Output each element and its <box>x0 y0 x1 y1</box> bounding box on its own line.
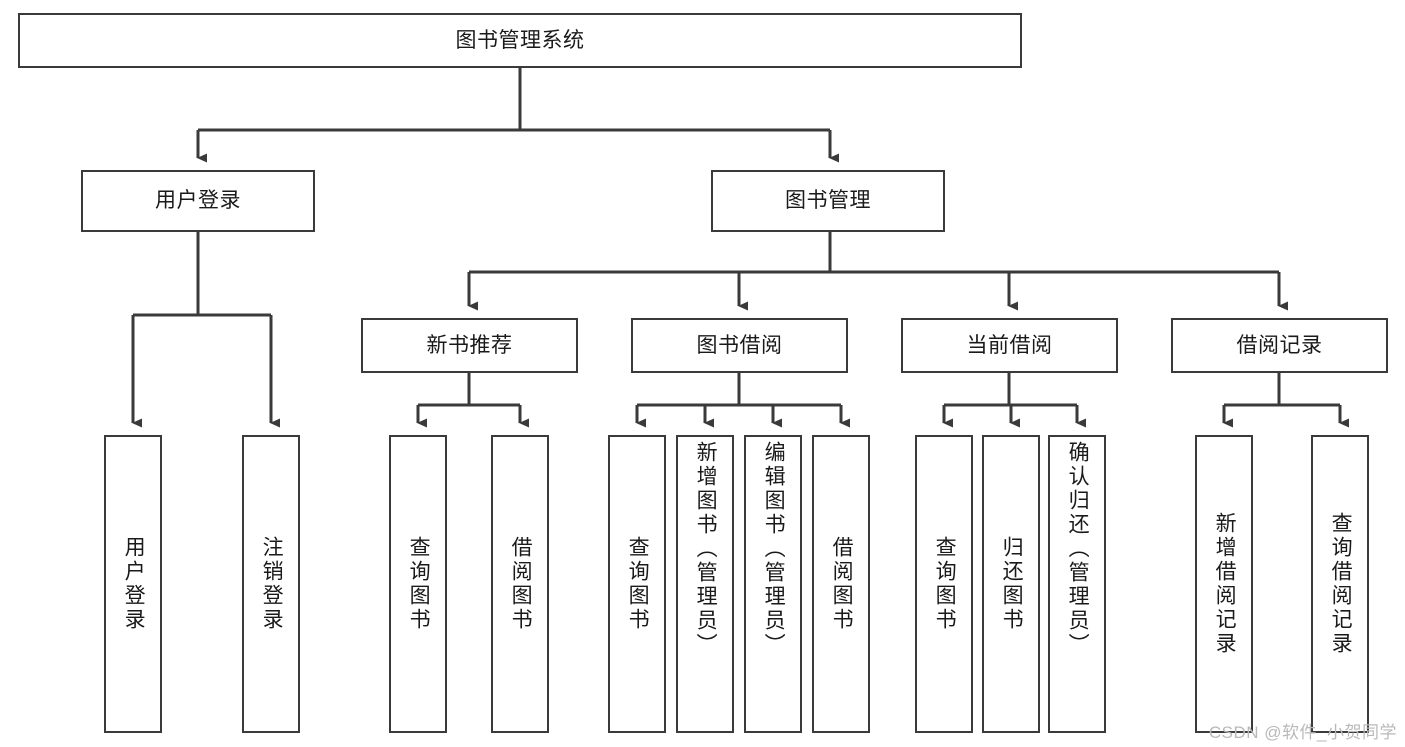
leaf-book-borrow-add[interactable]: 新增图书（管理员） <box>676 435 734 733</box>
leaf-book-borrow-query-label: 查询图书 <box>626 536 650 632</box>
leaf-current-borrow-query-label: 查询图书 <box>933 536 957 632</box>
leaf-user-login-login-label: 用户登录 <box>122 536 146 632</box>
leaf-new-book-borrow[interactable]: 借阅图书 <box>491 435 549 733</box>
leaf-new-book-query-label: 查询图书 <box>407 536 431 632</box>
node-book-borrow-label: 图书借阅 <box>696 333 783 357</box>
node-book-management[interactable]: 图书管理 <box>711 170 945 232</box>
leaf-current-borrow-confirm[interactable]: 确认归还（管理员） <box>1048 435 1106 733</box>
leaf-borrow-record-query-label: 查询借阅记录 <box>1329 512 1353 656</box>
node-borrow-record[interactable]: 借阅记录 <box>1171 318 1388 373</box>
leaf-user-login-logout[interactable]: 注销登录 <box>242 435 300 733</box>
leaf-borrow-record-add-label: 新增借阅记录 <box>1213 512 1237 656</box>
leaf-current-borrow-return[interactable]: 归还图书 <box>982 435 1040 733</box>
node-borrow-record-label: 借阅记录 <box>1236 333 1323 357</box>
leaf-book-borrow-add-label: 新增图书（管理员） <box>694 441 718 657</box>
leaf-borrow-record-query[interactable]: 查询借阅记录 <box>1311 435 1369 733</box>
leaf-book-borrow-borrow[interactable]: 借阅图书 <box>812 435 870 733</box>
node-new-book-recommend-label: 新书推荐 <box>426 333 513 357</box>
node-new-book-recommend[interactable]: 新书推荐 <box>361 318 578 373</box>
leaf-user-login-login[interactable]: 用户登录 <box>104 435 162 733</box>
leaf-book-borrow-borrow-label: 借阅图书 <box>830 536 854 632</box>
node-current-borrow-label: 当前借阅 <box>966 333 1053 357</box>
node-root-system-label: 图书管理系统 <box>455 28 585 52</box>
node-current-borrow[interactable]: 当前借阅 <box>901 318 1118 373</box>
node-book-borrow[interactable]: 图书借阅 <box>631 318 848 373</box>
leaf-user-login-logout-label: 注销登录 <box>260 536 284 632</box>
leaf-current-borrow-confirm-label: 确认归还（管理员） <box>1066 441 1090 657</box>
leaf-new-book-borrow-label: 借阅图书 <box>509 536 533 632</box>
node-root-system[interactable]: 图书管理系统 <box>18 13 1022 68</box>
leaf-book-borrow-edit[interactable]: 编辑图书（管理员） <box>744 435 802 733</box>
leaf-new-book-query[interactable]: 查询图书 <box>389 435 447 733</box>
leaf-borrow-record-add[interactable]: 新增借阅记录 <box>1195 435 1253 733</box>
leaf-book-borrow-query[interactable]: 查询图书 <box>608 435 666 733</box>
leaf-book-borrow-edit-label: 编辑图书（管理员） <box>762 441 786 657</box>
node-book-management-label: 图书管理 <box>785 189 871 213</box>
leaf-current-borrow-return-label: 归还图书 <box>1000 536 1024 632</box>
leaf-current-borrow-query[interactable]: 查询图书 <box>915 435 973 733</box>
node-user-login[interactable]: 用户登录 <box>81 170 315 232</box>
node-user-login-label: 用户登录 <box>155 189 241 213</box>
